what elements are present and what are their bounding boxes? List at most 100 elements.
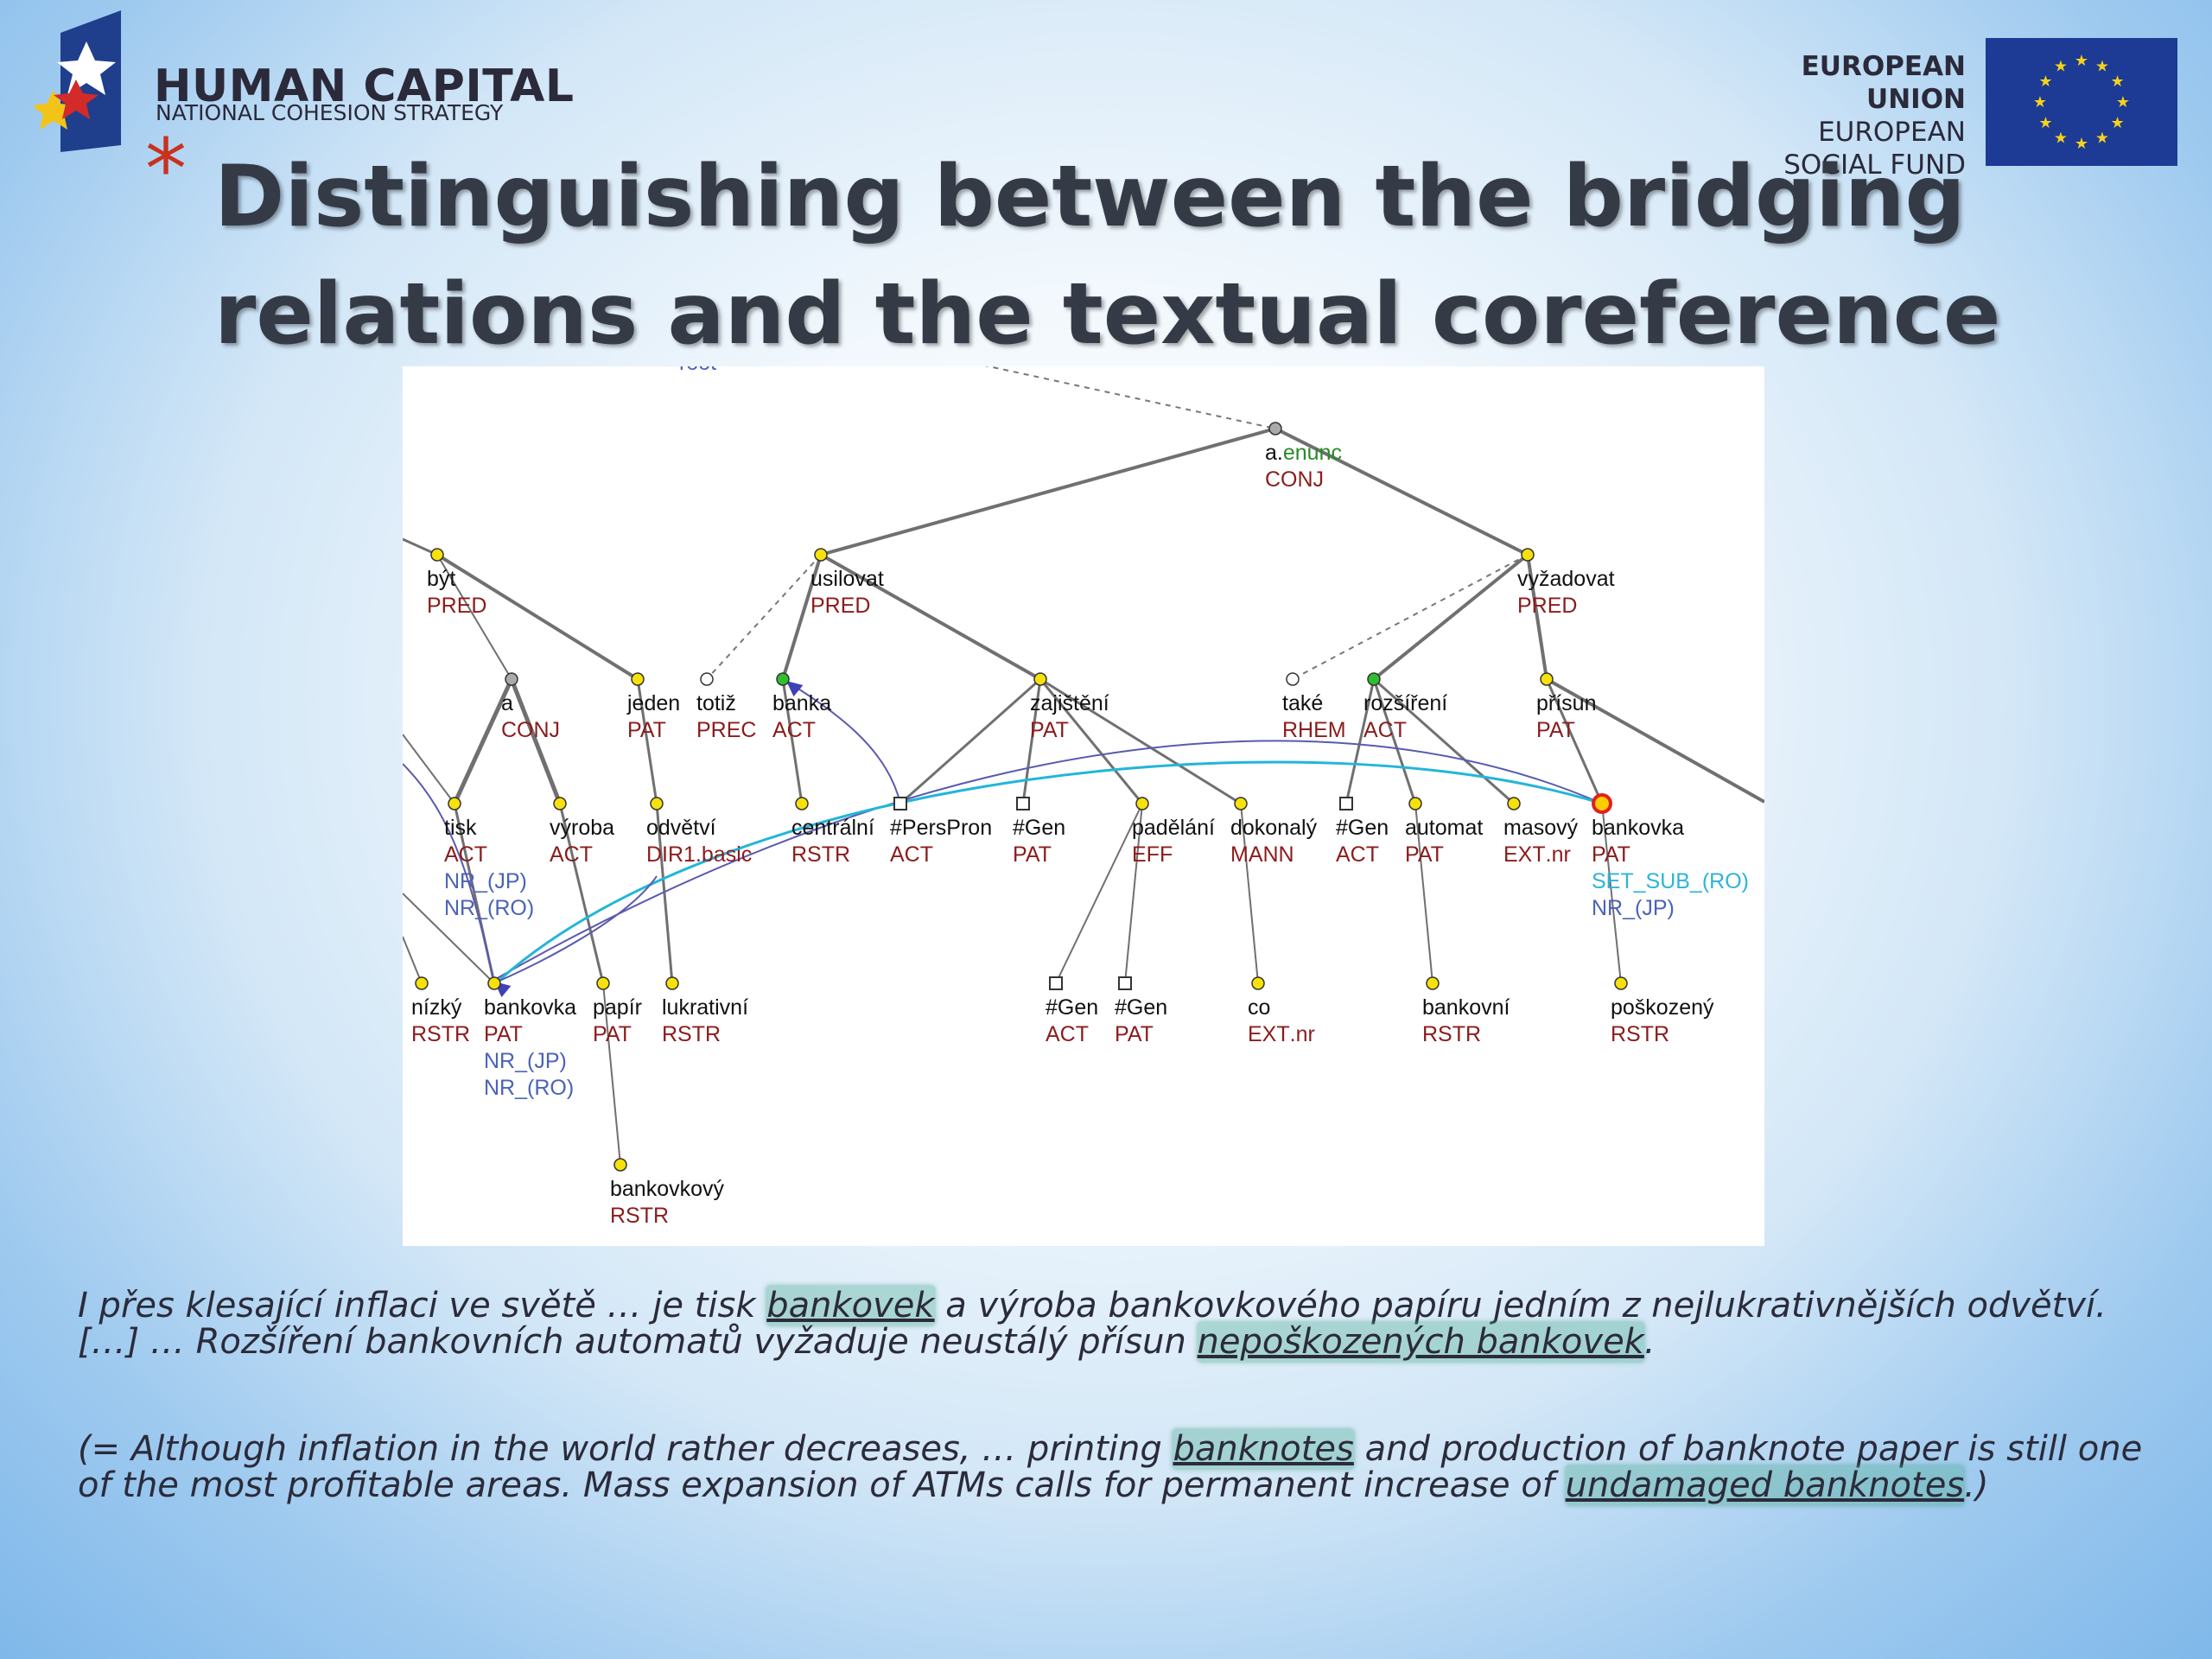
tree-node-byt bbox=[430, 548, 444, 562]
node-coref-label: NR_(RO) bbox=[444, 896, 534, 920]
node-functor: PAT bbox=[1013, 842, 1052, 867]
node-lemma: papír bbox=[593, 995, 642, 1020]
eu-text: EUROPEAN UNION EUROPEAN SOCIAL FUND bbox=[1694, 50, 1966, 181]
coreference-arrow bbox=[497, 760, 1603, 983]
node-lemma: výroba bbox=[550, 816, 614, 840]
node-lemma: #PersPron bbox=[890, 816, 992, 840]
caption-czech-line2: […] … Rozšíření bankovních automatů vyža… bbox=[78, 1322, 2169, 1362]
node-lemma: #Gen bbox=[1013, 816, 1065, 840]
caption-czech: I přes klesající inflaci ve světě … je t… bbox=[78, 1286, 2169, 1362]
eu-star-icon: ★ bbox=[2095, 57, 2109, 75]
tree-edge bbox=[1372, 678, 1417, 804]
tree-node-vyzadovat bbox=[1521, 548, 1535, 562]
node-lemma: odvětví bbox=[646, 816, 716, 840]
tree-node-usilovat bbox=[814, 548, 828, 562]
node-lemma: co bbox=[1248, 995, 1270, 1020]
tree-edge bbox=[1601, 803, 1622, 984]
eu-star-icon: ★ bbox=[2116, 93, 2130, 111]
tree-node-bankovka2 bbox=[1592, 793, 1612, 814]
tree-edge bbox=[509, 678, 563, 804]
tree-node-banka bbox=[776, 672, 790, 686]
coreference-arrow bbox=[493, 740, 1603, 981]
node-coref-label: NR_(JP) bbox=[484, 1049, 567, 1073]
tree-node-co bbox=[1251, 976, 1265, 990]
eu-line1: EUROPEAN UNION bbox=[1801, 51, 1966, 115]
tree-node-dokonaly bbox=[1234, 797, 1248, 810]
node-bridging-label: SET_SUB_(RO) bbox=[1592, 869, 1749, 893]
dependency-tree: root a.enuncCONJbýtPREDusilovatPREDvyžad… bbox=[403, 366, 1764, 1228]
tree-edge bbox=[602, 982, 621, 1166]
node-coref-label: NR_(JP) bbox=[444, 869, 527, 893]
caption-english-line1: (= Although inflation in the world rathe… bbox=[78, 1429, 2169, 1469]
tree-node-bankovni bbox=[1426, 976, 1440, 990]
tree-edge bbox=[558, 803, 605, 984]
node-functor: EXT bbox=[1248, 1022, 1290, 1046]
node-functor-extra: .basic bbox=[696, 842, 752, 867]
node-functor: PAT bbox=[1115, 1022, 1154, 1046]
node-functor: RSTR bbox=[1611, 1022, 1669, 1046]
human-capital-subtitle: NATIONAL COHESION STRATEGY bbox=[156, 100, 504, 125]
node-lemma: rozšíření bbox=[1363, 691, 1447, 715]
tree-edge bbox=[820, 427, 1276, 556]
node-lemma: #Gen bbox=[1046, 995, 1098, 1020]
node-lemma: #Gen bbox=[1115, 995, 1167, 1020]
caption-text: and production of banknote paper is stil… bbox=[1353, 1429, 2143, 1469]
node-lemma: masový bbox=[1503, 816, 1579, 840]
node-functor: PAT bbox=[484, 1022, 523, 1046]
node-lemma-extra: enunc bbox=[1283, 441, 1342, 465]
node-lemma: nízký bbox=[411, 995, 462, 1020]
node-lemma: jeden bbox=[626, 691, 680, 715]
tree-edge bbox=[984, 366, 1276, 429]
node-functor: PRED bbox=[810, 594, 870, 618]
node-functor: ACT bbox=[444, 842, 487, 867]
eu-star-icon: ★ bbox=[2033, 93, 2047, 111]
tree-node-automat bbox=[1408, 797, 1422, 810]
node-functor: ACT bbox=[1046, 1022, 1089, 1046]
node-coref-label: NR_(RO) bbox=[484, 1076, 574, 1100]
tree-node-poskozeny bbox=[1614, 976, 1628, 990]
node-lemma: a bbox=[501, 691, 513, 715]
node-functor: RSTR bbox=[662, 1022, 721, 1046]
tree-edge bbox=[1274, 427, 1529, 556]
tree-edge bbox=[1344, 678, 1376, 804]
tree-node-bankovka1 bbox=[487, 976, 501, 990]
tree-edge bbox=[403, 734, 455, 804]
tree-node-odvetvi bbox=[650, 797, 664, 810]
caption-czech-line1: I přes klesající inflaci ve světě … je t… bbox=[78, 1286, 2169, 1325]
node-functor: PRED bbox=[1517, 594, 1577, 618]
tree-edge bbox=[1124, 803, 1143, 984]
node-lemma: dokonalý bbox=[1230, 816, 1318, 840]
tree-edge bbox=[452, 677, 514, 805]
node-lemma: lukrativní bbox=[662, 995, 748, 1020]
tree-edge bbox=[636, 678, 658, 804]
tree-node-centralni bbox=[795, 797, 809, 810]
node-functor: ACT bbox=[550, 842, 593, 867]
bullet-star: * bbox=[145, 121, 187, 218]
arrow-head-icon bbox=[786, 681, 804, 697]
slide-title-line2: relations and the textual coreference bbox=[214, 265, 2001, 364]
tree-edge bbox=[820, 553, 1041, 681]
tree-edge bbox=[403, 936, 423, 984]
tree-node-masovy bbox=[1507, 797, 1521, 810]
tree-node-tisk bbox=[448, 797, 461, 810]
tree-node-gen3 bbox=[1049, 976, 1063, 990]
eu-line3: SOCIAL FUND bbox=[1783, 149, 1966, 181]
tree-node-nizky bbox=[415, 976, 429, 990]
node-lemma: bankovní bbox=[1422, 995, 1510, 1020]
tree-node-gen1 bbox=[1016, 797, 1030, 810]
node-lemma: zajištění bbox=[1030, 691, 1109, 715]
node-functor-extra: .nr bbox=[1546, 842, 1571, 867]
node-lemma: totiž bbox=[696, 691, 736, 715]
slide-title: Distinguishing between the bridging rela… bbox=[214, 138, 2098, 373]
node-functor: RSTR bbox=[1422, 1022, 1481, 1046]
tree-node-gen4 bbox=[1118, 976, 1132, 990]
tree-edge bbox=[1546, 677, 1764, 804]
node-functor: EXT bbox=[1503, 842, 1546, 867]
tree-node-bankovkovy bbox=[613, 1158, 627, 1172]
node-lemma: banka bbox=[772, 691, 831, 715]
coreference-arrow bbox=[497, 875, 658, 982]
highlight-bankovek: bankovek bbox=[766, 1286, 935, 1325]
caption-text: . bbox=[1643, 1322, 1656, 1362]
eu-star-icon: ★ bbox=[2110, 73, 2124, 91]
human-capital-logo: HUMAN CAPITAL NATIONAL COHESION STRATEGY bbox=[35, 7, 574, 154]
